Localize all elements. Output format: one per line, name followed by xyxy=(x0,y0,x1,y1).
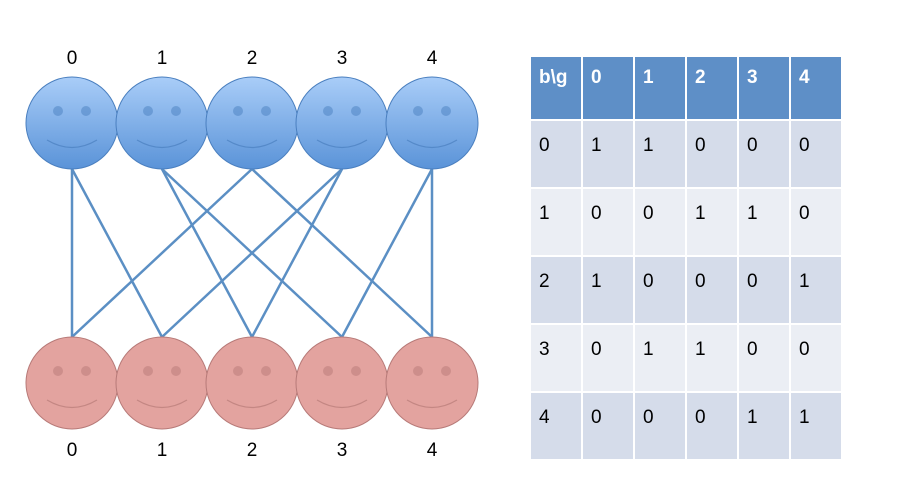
edge-0-1 xyxy=(70,168,164,338)
bottom-label-3: 3 xyxy=(336,440,348,461)
edge-3-1 xyxy=(161,168,343,338)
table-cell: 0 xyxy=(685,391,739,461)
table-cell: 0 xyxy=(633,391,687,461)
top-face-4 xyxy=(385,76,479,170)
table-cell: 0 xyxy=(581,187,635,257)
edge-1-2 xyxy=(160,168,254,338)
table-cell: 0 xyxy=(581,391,635,461)
top-face-0 xyxy=(25,76,119,170)
column-header: 0 xyxy=(581,55,635,121)
table-cell: 1 xyxy=(737,391,791,461)
column-header: 2 xyxy=(685,55,739,121)
table-cell: 0 xyxy=(737,323,791,393)
edge-4-3 xyxy=(340,168,434,338)
column-header: 3 xyxy=(737,55,791,121)
table-cell: 1 xyxy=(633,119,687,189)
corner-header: b\g xyxy=(529,55,583,121)
edge-2-4 xyxy=(251,168,433,338)
column-header: 4 xyxy=(789,55,843,121)
table-cell: 0 xyxy=(581,323,635,393)
row-label: 2 xyxy=(529,255,583,325)
bottom-face-3 xyxy=(295,336,389,430)
top-label-3: 3 xyxy=(336,48,348,69)
bottom-label-0: 0 xyxy=(66,440,78,461)
table-cell: 1 xyxy=(737,187,791,257)
table-cell: 1 xyxy=(789,391,843,461)
bottom-face-1 xyxy=(115,336,209,430)
bottom-face-0 xyxy=(25,336,119,430)
table-cell: 0 xyxy=(789,187,843,257)
table-cell: 0 xyxy=(633,187,687,257)
top-face-1 xyxy=(115,76,209,170)
bottom-label-2: 2 xyxy=(246,440,258,461)
table-cell: 1 xyxy=(581,119,635,189)
top-face-3 xyxy=(295,76,389,170)
edge-2-0 xyxy=(71,168,253,338)
table-cell: 1 xyxy=(581,255,635,325)
table-cell: 0 xyxy=(737,119,791,189)
top-label-0: 0 xyxy=(66,48,78,69)
top-label-2: 2 xyxy=(246,48,258,69)
table-cell: 0 xyxy=(685,119,739,189)
bipartite-graph xyxy=(25,76,479,430)
bottom-face-4 xyxy=(385,336,479,430)
table-cell: 1 xyxy=(685,187,739,257)
row-label: 3 xyxy=(529,323,583,393)
table-cell: 1 xyxy=(633,323,687,393)
top-label-1: 1 xyxy=(156,48,168,69)
bottom-label-1: 1 xyxy=(156,440,168,461)
table-cell: 0 xyxy=(789,119,843,189)
row-label: 1 xyxy=(529,187,583,257)
table-cell: 0 xyxy=(789,323,843,393)
bottom-label-4: 4 xyxy=(426,440,438,461)
top-face-2 xyxy=(205,76,299,170)
table-cell: 1 xyxy=(685,323,739,393)
table-cell: 0 xyxy=(685,255,739,325)
table-cell: 0 xyxy=(737,255,791,325)
edge-3-2 xyxy=(250,168,344,338)
top-label-4: 4 xyxy=(426,48,438,69)
row-label: 4 xyxy=(529,391,583,461)
table-cell: 1 xyxy=(789,255,843,325)
bottom-face-2 xyxy=(205,336,299,430)
row-label: 0 xyxy=(529,119,583,189)
column-header: 1 xyxy=(633,55,687,121)
table-cell: 0 xyxy=(633,255,687,325)
